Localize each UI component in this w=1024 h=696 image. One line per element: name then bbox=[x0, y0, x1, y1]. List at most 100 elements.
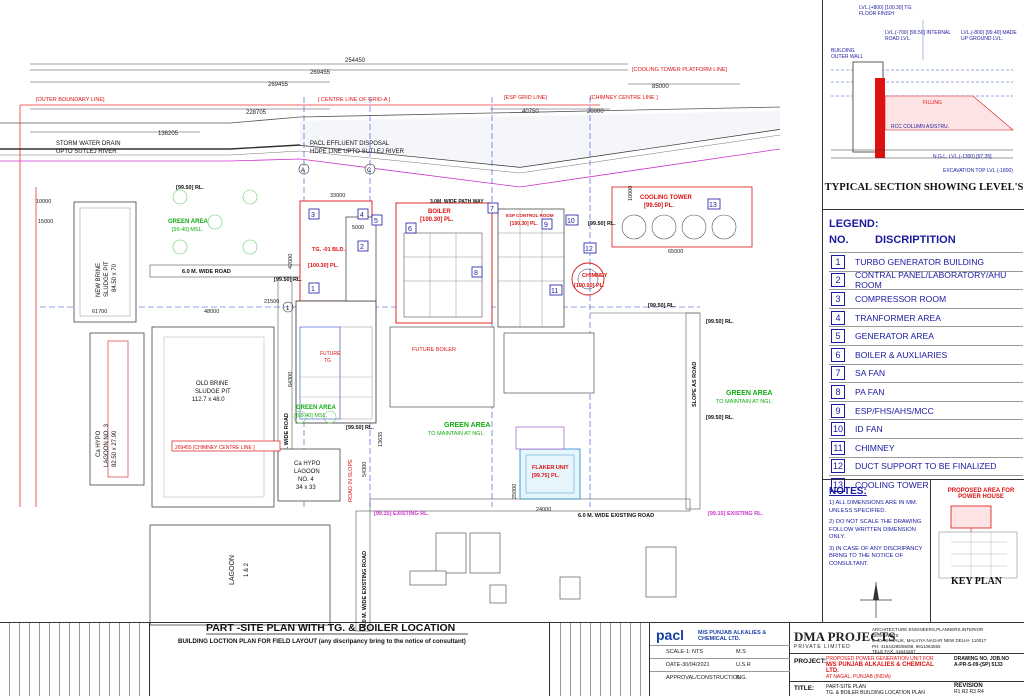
project-location: AT NAGAL, PUNJAB (INDIA) bbox=[826, 674, 891, 680]
revision-table bbox=[0, 623, 150, 696]
flaker-unit bbox=[515, 426, 581, 500]
hypo-lagoon-4 bbox=[277, 448, 341, 502]
rl-2: [99.50] RL. bbox=[274, 277, 302, 283]
dim-5000: 5000 bbox=[352, 225, 364, 231]
ngl-label: N.G.L. LVL.(-1300) [97.35] bbox=[933, 154, 992, 160]
legend-col-no: NO. bbox=[829, 234, 849, 246]
existing-road-label: 6.0 M. WIDE EXISTING ROAD bbox=[578, 513, 654, 519]
existing-road-vertical-label: 6.0 M. WIDE EXISTING ROAD bbox=[362, 551, 368, 627]
chimney-centre-line: [CHIMNEY CENTRE LINE ] bbox=[590, 95, 658, 101]
future-boiler-label: FUTURE BOILER bbox=[412, 347, 456, 353]
notes-heading: NOTES: bbox=[829, 486, 867, 497]
dim-top5: 228705 bbox=[246, 110, 267, 116]
title-block: pacl M/S PUNJAB ALKALIES & CHEMICAL LTD.… bbox=[0, 622, 1024, 696]
svg-text:82.50 x 27.90: 82.50 x 27.90 bbox=[112, 430, 118, 467]
dim-65000: 65000 bbox=[668, 249, 683, 255]
road-6m-label: 6.0 M. WIDE ROAD bbox=[182, 269, 231, 275]
svg-text:4: 4 bbox=[360, 212, 364, 219]
drawing-no: A-PR-S-09-(SP) bbox=[954, 662, 991, 668]
dim-61700: 61700 bbox=[92, 309, 107, 315]
green-area-3-sub: TO MAINTAIN AT NGL bbox=[428, 431, 484, 437]
notes: NOTES: 1) ALL DIMENSIONS ARE IN MM. UNLE… bbox=[823, 480, 931, 622]
green-areas bbox=[172, 189, 337, 424]
consultant-block: DMA PROJECTS PRIVATE LIMITED ARCHITECTUR… bbox=[790, 623, 1024, 696]
revision-label: REVISION bbox=[954, 683, 983, 689]
right-panel: LVL.(+800) [100.30] TG. FLOOR FINISH LVL… bbox=[822, 0, 1024, 622]
svg-text:3: 3 bbox=[311, 212, 315, 219]
typical-section: LVL.(+800) [100.30] TG. FLOOR FINISH LVL… bbox=[823, 0, 1024, 210]
flaker-unit-label: FLAKER UNIT bbox=[532, 465, 569, 471]
dim-top7: 20000 bbox=[587, 109, 604, 115]
control-panel-bldg bbox=[345, 216, 377, 302]
boiler-area bbox=[389, 202, 495, 408]
job-no-label: JOB.NO bbox=[989, 656, 1010, 662]
svg-text:OLD BRINE: OLD BRINE bbox=[196, 381, 228, 387]
flaker-pl-label: [99.75] PL. bbox=[532, 473, 560, 479]
client-name: M/S PUNJAB ALKALIES & CHEMICAL LTD. bbox=[698, 630, 767, 642]
chimney-pl-label: [100.00] PL. bbox=[574, 283, 605, 289]
esp-control-room-label: ESP CONTROL ROOM bbox=[506, 213, 554, 218]
svg-text:NO. 4: NO. 4 bbox=[298, 477, 314, 483]
grid-lines bbox=[40, 97, 700, 507]
svg-text:12: 12 bbox=[585, 246, 593, 253]
esp-area bbox=[497, 208, 595, 394]
tg-bldg-label: TG. -01 BLD. bbox=[312, 247, 345, 253]
rl-4: [99.50] RL. bbox=[648, 303, 676, 309]
new-brine-pit bbox=[73, 201, 137, 323]
drawing-no-label: DRAWING NO. bbox=[954, 656, 989, 662]
consultant-logo: DMA PROJECTS bbox=[794, 629, 896, 644]
key-plan-proposed: PROPOSED AREA FOR POWER HOUSE bbox=[947, 488, 1015, 500]
excavation-label: EXCAVATION TOP LVL.(-1800) bbox=[943, 168, 1013, 174]
rcc-column-label: RCC COLUMN AS/STRU. bbox=[891, 124, 950, 130]
svg-text:Ca HYPO: Ca HYPO bbox=[294, 461, 321, 467]
sub-title: BUILDING LOCTION PLAN FOR FIELD LAYOUT (… bbox=[178, 638, 466, 645]
building-outer-label: BUILDING OUTER WALL bbox=[831, 48, 864, 60]
filling-label: FILLING bbox=[923, 100, 942, 106]
storm-water-label-2: UPTO SUTLEJ RIVER bbox=[56, 149, 117, 155]
dim-15000: 15000 bbox=[38, 219, 53, 225]
cooling-tower-area bbox=[611, 186, 753, 248]
site-plan: 254450 269455 269455 85000 228705 40750 … bbox=[0, 58, 781, 645]
key-plan-drawing bbox=[938, 505, 1018, 579]
path-way-label: 3.0M. WIDE PATH WAY bbox=[430, 199, 484, 205]
outer-boundary-line: [OUTER BOUNDARY LINE] bbox=[36, 97, 105, 103]
misc-structures bbox=[409, 532, 677, 604]
chimney-centre-line-2: 269455 [CHIMNEY CENTRE LINE ] bbox=[175, 445, 255, 451]
chimney-label: CHIMNEY bbox=[582, 273, 608, 279]
revision-marks: R1 R2 R3 R4 bbox=[954, 689, 984, 695]
svg-text:34 x 33: 34 x 33 bbox=[296, 485, 316, 491]
rl-7: [99.50] RL. bbox=[588, 221, 616, 227]
cooling-tower-label: COOLING TOWER bbox=[640, 195, 693, 201]
title-line-1: PART-SITE PLAN bbox=[826, 684, 866, 690]
date: DATE-30/04/2021 bbox=[666, 662, 710, 668]
project-text: PROPOSED POWER GENERATION UNIT FOR bbox=[826, 656, 934, 662]
project-label: PROJECT: bbox=[794, 658, 827, 665]
hypo-lagoon-3 bbox=[89, 332, 145, 486]
compass-overlay bbox=[860, 582, 892, 618]
existing-rl-1: [99.15] EXISTING RL. bbox=[374, 511, 429, 517]
rl-3: [99.50] RL. bbox=[346, 425, 374, 431]
pacl-effluent-label-1: PACL EFFLUENT DISPOSAL bbox=[310, 141, 390, 147]
road-6m-vertical-label: 6.0 M. WIDE ROAD bbox=[284, 413, 290, 462]
svg-text:LAGOON: LAGOON bbox=[294, 469, 320, 475]
svg-text:TG: TG bbox=[324, 358, 331, 364]
road-in-slope-label: ROAD IN SLOPE bbox=[348, 459, 354, 502]
lagoon-1-2 bbox=[149, 524, 331, 626]
svg-text:LAGOON: LAGOON bbox=[229, 555, 236, 585]
svg-text:13: 13 bbox=[709, 202, 717, 209]
centre-line-grid: [ CENTRE LINE OF GRID-A ] bbox=[318, 97, 391, 103]
svg-text:6: 6 bbox=[408, 226, 412, 233]
title-block-blank bbox=[150, 623, 550, 696]
svg-text:LAGOON NO. 3: LAGOON NO. 3 bbox=[104, 423, 110, 467]
item-markers bbox=[308, 198, 721, 296]
svg-text:Ca HYPO: Ca HYPO bbox=[96, 430, 102, 457]
approval: APPROVAL/CONSTRUCTION bbox=[666, 675, 742, 681]
